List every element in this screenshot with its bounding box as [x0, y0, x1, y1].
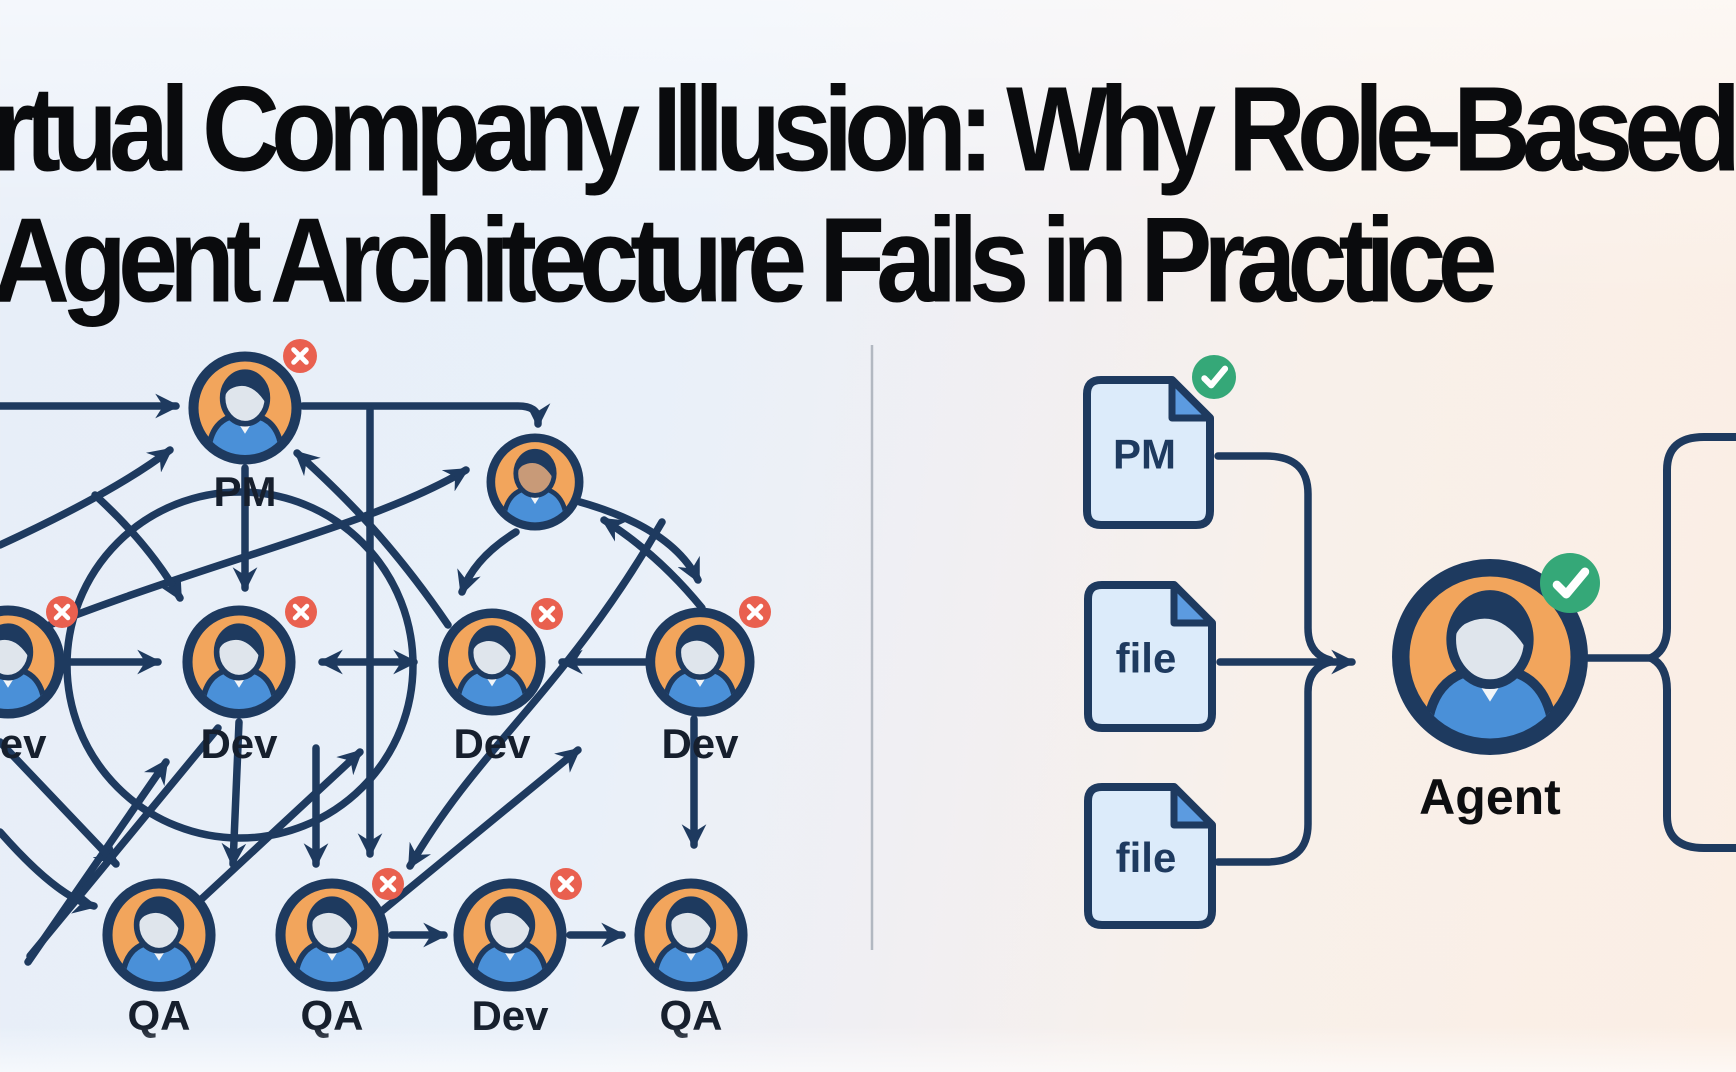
agent-role-label: Dev: [200, 720, 278, 767]
agent-node-dev-1: Dev: [0, 596, 78, 767]
agent-node-helper: [486, 433, 584, 531]
agent-role-label: PM: [214, 468, 277, 515]
communication-arrow: [600, 516, 706, 612]
person-avatar-icon: [634, 878, 748, 992]
communication-arrow: [0, 828, 98, 914]
agent-name-label: Agent: [1419, 769, 1561, 825]
agent-role-label: QA: [128, 992, 191, 1039]
communication-arrow: [299, 402, 551, 428]
person-avatar-icon: [453, 878, 567, 992]
communication-arrow: [0, 446, 174, 549]
agent-role-label: QA: [660, 992, 723, 1039]
agent-node-single: Agent: [1392, 553, 1600, 825]
agent-role-label: Dev: [453, 720, 531, 767]
agent-role-label: Dev: [471, 992, 549, 1039]
page-title: rtual Company Illusion: Why Role-Based A…: [0, 60, 1736, 327]
context-flow-connector: [1214, 452, 1334, 664]
person-avatar-icon: [438, 608, 546, 716]
file-fold-corner: [1170, 581, 1216, 627]
output-box-outline: [1647, 433, 1736, 852]
page-title-line-1: rtual Company Illusion: Why Role-Based: [0, 60, 1736, 197]
file-fold-corner: [1170, 783, 1216, 829]
person-avatar-icon: [645, 607, 755, 717]
agent-role-label: QA: [301, 992, 364, 1039]
agent-role-label: Dev: [661, 720, 739, 767]
agent-node-qa-1: QA: [102, 878, 216, 1039]
context-file-pm: PM: [1083, 355, 1236, 529]
success-check-badge-icon: [1192, 355, 1236, 399]
agent-node-dev-3: Dev: [438, 598, 563, 767]
error-x-badge-icon: [46, 596, 78, 628]
person-avatar-icon: [275, 878, 389, 992]
person-avatar-icon: [188, 351, 302, 465]
context-flow-connector: [1214, 658, 1334, 866]
communication-arrow: [457, 528, 520, 596]
page-title-line-2: Agent Architecture Fails in Practice: [0, 191, 1498, 327]
agent-node-dev-2: Dev: [182, 596, 317, 767]
person-avatar-icon: [0, 605, 65, 719]
error-x-badge-icon: [285, 596, 317, 628]
person-avatar-icon: [1392, 559, 1588, 755]
person-avatar-icon: [102, 878, 216, 992]
communication-arrow: [91, 491, 184, 602]
agent-node-qa-3: QA: [634, 878, 748, 1039]
error-x-badge-icon: [372, 868, 404, 900]
error-x-badge-icon: [283, 339, 317, 373]
chaotic-multi-agent-panel: PMDevDevDevDevQAQADevQA: [0, 339, 771, 1039]
agent-node-dev-4: Dev: [645, 596, 771, 767]
file-name-label: file: [1116, 635, 1177, 682]
communication-arrow: [406, 518, 666, 870]
agent-node-dev-5: Dev: [453, 868, 582, 1039]
file-fold-corner: [1168, 376, 1214, 422]
agent-role-label: Dev: [0, 720, 47, 767]
context-file-3: file: [1084, 783, 1216, 929]
file-name-label: file: [1116, 834, 1177, 881]
context-file-2: file: [1084, 581, 1216, 732]
communication-arrow: [0, 738, 120, 868]
error-x-badge-icon: [739, 596, 771, 628]
person-avatar-icon: [486, 433, 584, 531]
success-check-badge-icon: [1540, 553, 1600, 613]
agent-node-pm: PM: [188, 339, 317, 515]
error-x-badge-icon: [531, 598, 563, 630]
error-x-badge-icon: [550, 868, 582, 900]
file-name-label: PM: [1113, 431, 1176, 478]
agent-node-qa-2: QA: [275, 868, 404, 1039]
person-avatar-icon: [182, 605, 296, 719]
communication-arrow: [26, 724, 222, 960]
communication-arrow: [221, 718, 247, 868]
